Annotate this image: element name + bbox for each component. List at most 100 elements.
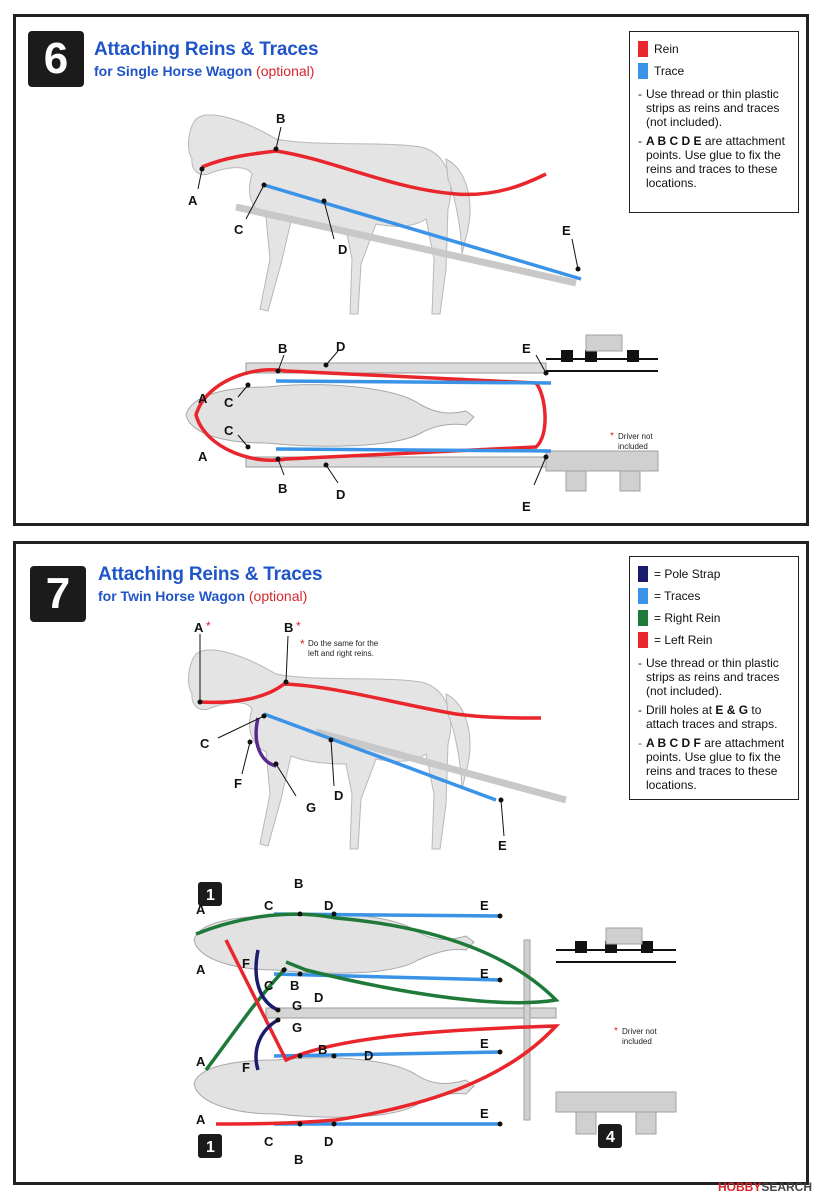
legend-left-rein-label: = Left Rein [654, 633, 713, 647]
trace-line [263, 183, 582, 281]
trace-line-7 [263, 712, 497, 802]
twin-label-d-1: D [324, 898, 333, 913]
step-6-subtitle-text: for Single Horse Wagon [94, 63, 253, 79]
twin-label-c-2: C [264, 978, 274, 993]
twin-label-e-4: E [480, 1106, 489, 1121]
step-7-title: Attaching Reins & Traces [98, 564, 323, 585]
top-label-c1: C [224, 395, 234, 410]
legend-pole-strap: = Pole Strap [638, 563, 790, 585]
twin-label-a-1: A [196, 902, 206, 917]
side-label-c: C [234, 222, 244, 237]
twin-label-d-2: D [314, 990, 323, 1005]
badge-1-bottom-label: 1 [206, 1139, 215, 1156]
step-7-note-2: -Drill holes at E & G to attach traces a… [638, 703, 778, 731]
twin-label-f-2: F [242, 1060, 250, 1075]
twin-label-b-1: B [294, 876, 303, 891]
side-label-d: D [338, 242, 347, 257]
step-7-legend: = Pole Strap = Traces = Right Rein = Lef… [629, 556, 799, 800]
side-b-asterisk: * [296, 619, 301, 633]
center-pole [265, 1007, 557, 1019]
badge-4-label: 4 [606, 1129, 615, 1146]
footer-watermark: HOBBYSEARCH [718, 1180, 812, 1194]
pole-strap-7 [254, 949, 279, 1071]
horse-side-silhouette-7 [188, 649, 471, 850]
top-label-a2: A [198, 449, 208, 464]
step-6-subtitle: for Single Horse Wagon (optional) [94, 63, 314, 79]
step-7-note-1: -Use thread or thin plastic strips as re… [638, 656, 790, 698]
step-number-7: 7 [30, 566, 86, 622]
twin-label-b-2: B [290, 978, 299, 993]
twin-label-a-3: A [196, 1054, 206, 1069]
driver-note-7-line1: Driver not [622, 1027, 657, 1036]
top-label-b2: B [278, 481, 287, 496]
footer-brand-rest: SEARCH [761, 1180, 812, 1194]
side-label-a: A [188, 193, 198, 208]
step-6-note-1: -Use thread or thin plastic strips as re… [638, 87, 790, 129]
step-number-6: 6 [28, 31, 84, 87]
wagon-frame [546, 350, 658, 372]
step-6-optional: (optional) [256, 63, 315, 79]
left-rein-7 [215, 939, 561, 1126]
left-rein-swatch [638, 632, 648, 648]
step-7-subtitle: for Twin Horse Wagon (optional) [98, 588, 307, 604]
top-rein-loop [194, 368, 547, 462]
side-label-e-7: E [498, 838, 507, 853]
step-6-panel: 6 Attaching Reins & Traces for Single Ho… [13, 14, 809, 526]
top-label-c2: C [224, 423, 234, 438]
twin-label-g-1: G [292, 998, 302, 1013]
legend-rein-label: Rein [654, 42, 679, 56]
side-label-f-7: F [234, 776, 242, 791]
step-6-top-view: A A B B C C D D E E * Driver not include… [185, 334, 659, 514]
pole-strap-swatch [638, 566, 648, 582]
footer-brand: HOBBY [717, 1180, 762, 1194]
rein-swatch [638, 41, 648, 57]
step-7-note-2-holes: E & G [715, 703, 749, 717]
legend-left-rein: = Left Rein [638, 629, 790, 651]
wagon-pole [235, 203, 577, 287]
twin-label-d-3: D [364, 1048, 373, 1063]
twin-label-e-3: E [480, 1036, 489, 1051]
top-label-d2: D [336, 487, 345, 502]
traces-swatch [638, 588, 648, 604]
top-label-d1: D [336, 339, 345, 354]
step-7-note-3: -A B C D F are attachment points. Use gl… [638, 736, 785, 792]
driver-asterisk: * [610, 431, 614, 442]
twin-label-b-3: B [318, 1042, 327, 1057]
pole-strap-line-7 [254, 717, 277, 768]
same-note-asterisk: * [300, 637, 305, 651]
twin-label-d-4: D [324, 1134, 333, 1149]
side-label-b: B [276, 111, 285, 126]
twin-attachment-points [275, 911, 503, 1127]
twin-label-f-1: F [242, 956, 250, 971]
left-rein-line-7 [199, 682, 542, 720]
step-7-note-2-text: to attach traces and straps. [646, 703, 778, 731]
twin-label-c-3: C [264, 1134, 274, 1149]
side-label-d-7: D [334, 788, 343, 803]
step-6-note-1-text: Use thread or thin plastic strips as rei… [646, 87, 780, 129]
legend-rein: Rein [638, 38, 790, 60]
step-7-note-2-pre: Drill holes at [646, 703, 716, 717]
wagon-axle-7 [523, 927, 677, 1135]
step-7-subtitle-text: for Twin Horse Wagon [98, 588, 245, 604]
step-6-note-2: -A B C D E are attachment points. Use gl… [638, 134, 785, 190]
step-6-side-view: A B C D E [188, 111, 582, 315]
step-6-title: Attaching Reins & Traces [94, 39, 319, 60]
right-rein-swatch [638, 610, 648, 626]
step-6-note-2-points: A B C D E [646, 134, 702, 148]
twin-label-e-1: E [480, 898, 489, 913]
side-label-g-7: G [306, 800, 316, 815]
horse-side-silhouette [188, 114, 471, 315]
step-6-legend: Rein Trace -Use thread or thin plastic s… [629, 31, 799, 213]
twin-label-a-2: A [196, 962, 206, 977]
driver-note-line2: included [618, 442, 648, 451]
top-label-a1: A [198, 391, 208, 406]
horse-top-silhouette [185, 384, 475, 447]
top-label-e1: E [522, 341, 531, 356]
legend-trace: Trace [638, 60, 790, 82]
side-a-asterisk: * [206, 619, 211, 633]
driver-note-7-line2: included [622, 1037, 652, 1046]
side-label-e: E [562, 223, 571, 238]
side-label-b-7: B [284, 620, 293, 635]
step-7-note-3-text: are attachment points. Use glue to fix t… [646, 736, 785, 792]
side-label-c-7: C [200, 736, 210, 751]
